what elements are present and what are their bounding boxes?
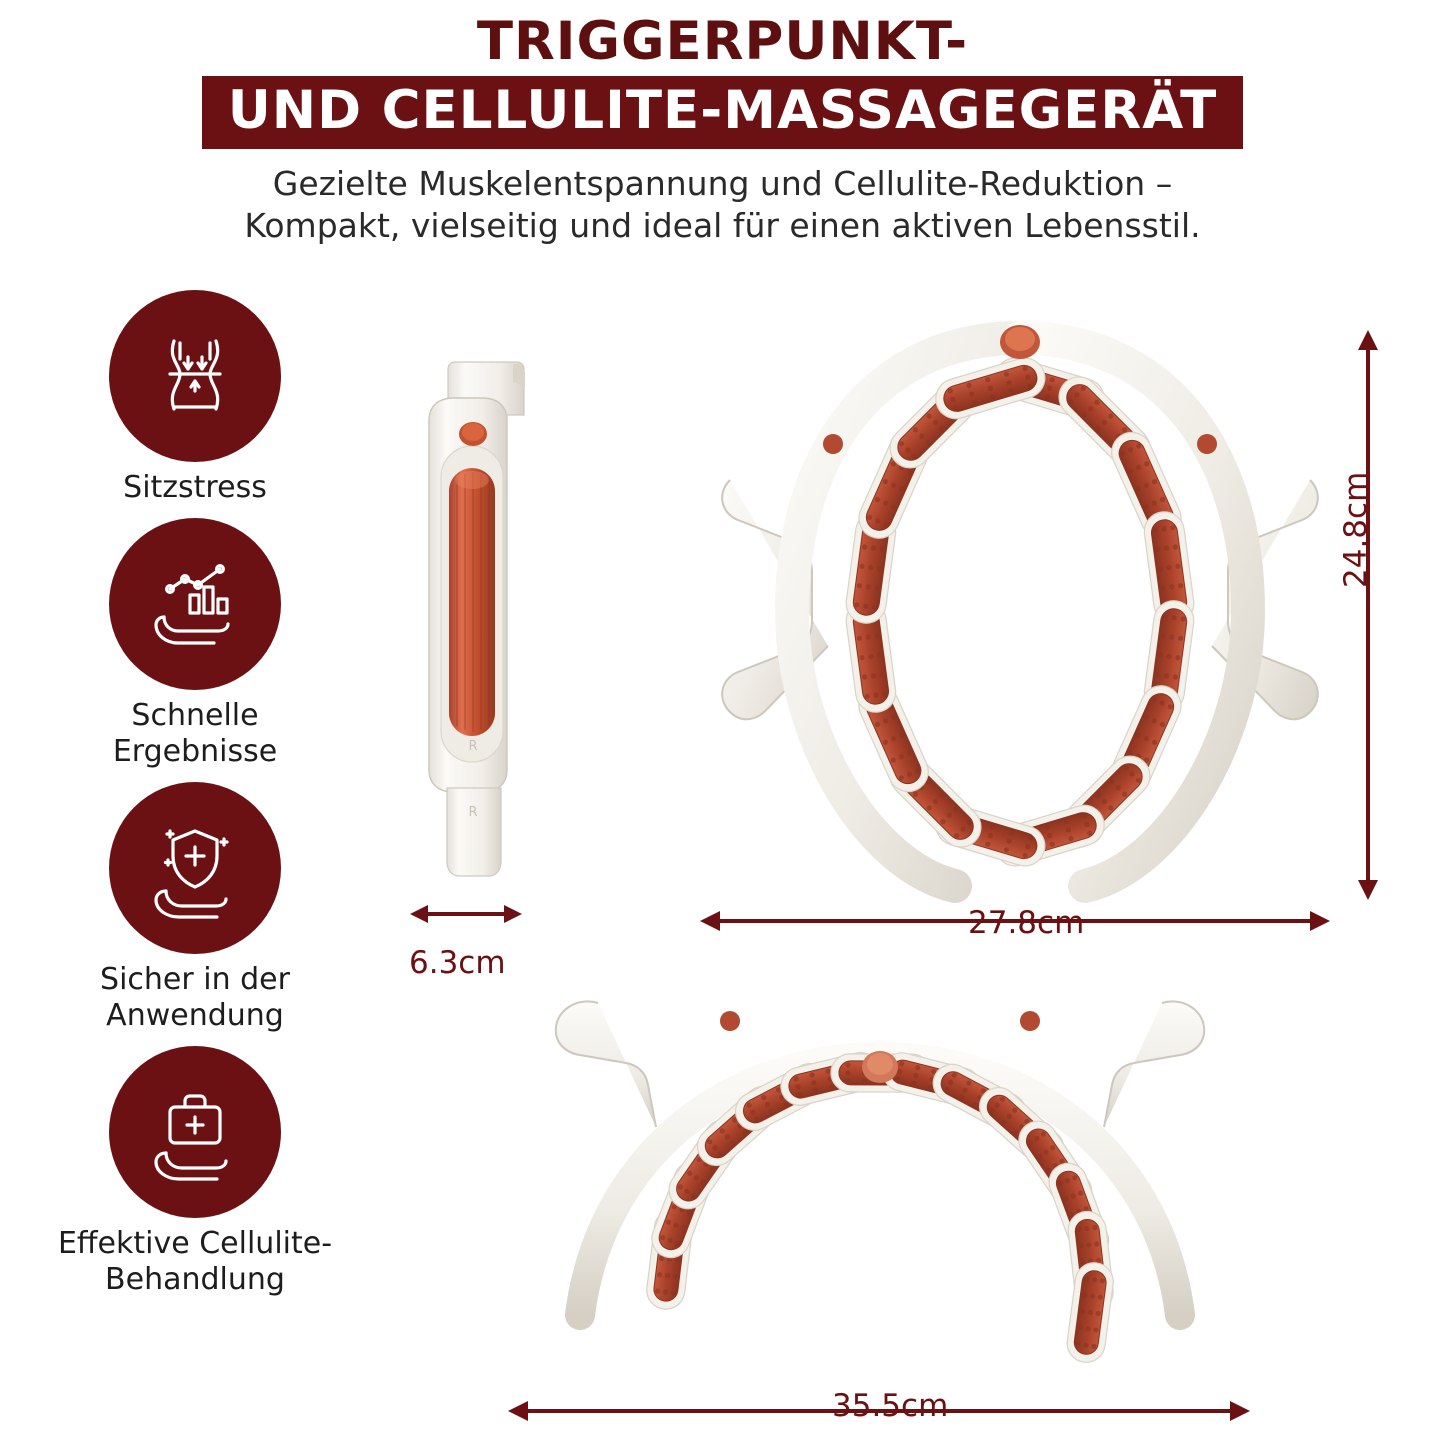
feature-item-schnelle-ergebnisse: Schnelle Ergebnisse (30, 518, 360, 770)
feature-label: Schnelle Ergebnisse (112, 698, 278, 769)
svg-text:R: R (468, 739, 477, 754)
open-ring-width-arrow (508, 1395, 1250, 1431)
feature-badge (109, 518, 281, 690)
page-title-banner: UND CELLULITE-MASSAGEGERÄT (0, 75, 1445, 149)
feature-badge (109, 1046, 281, 1218)
massage-roller (1066, 1262, 1114, 1363)
svg-text:R: R (468, 805, 477, 820)
feature-badge (109, 290, 281, 462)
feature-label: Sicher in der Anwendung (100, 962, 290, 1033)
shield-medical-hand-icon (140, 811, 250, 925)
open-massage-ring (480, 985, 1280, 1409)
page-title-line-2: UND CELLULITE-MASSAGEGERÄT (201, 75, 1244, 149)
ring-height-label: 24.8cm (1338, 471, 1374, 588)
massage-roller (1143, 600, 1195, 713)
header: TRIGGERPUNKT- UND CELLULITE-MASSAGEGERÄT… (0, 0, 1445, 247)
feature-item-sicher-in-der-anwendung: Sicher in der Anwendung (30, 782, 360, 1034)
feature-item-effektive-cellulite-behandlung: Effektive Cellulite- Behandlung (30, 1046, 360, 1298)
ring-width-label: 27.8cm (968, 905, 1085, 941)
chart-in-hand-icon (140, 547, 250, 661)
ring-height-arrow (1352, 330, 1384, 904)
feature-badge (109, 782, 281, 954)
feature-list: Sitzstress Schnelle Ergebnisse (30, 290, 360, 1310)
feature-item-sitzstress: Sitzstress (30, 290, 360, 506)
massage-roller (1143, 511, 1195, 624)
roller-set (646, 1052, 1114, 1363)
feature-label: Effektive Cellulite- Behandlung (57, 1226, 333, 1297)
body-slimming-icon (140, 319, 250, 433)
page-subtitle: Gezielte Muskelentspannung und Cellulite… (244, 163, 1201, 245)
stick-width-label: 6.3cm (409, 945, 506, 981)
massage-roller (935, 357, 1046, 420)
stick-width-arrow (410, 898, 522, 934)
page-title-line-1: TRIGGERPUNKT- (476, 11, 969, 72)
feature-label: Sitzstress (123, 470, 267, 505)
oval-massage-ring (700, 320, 1340, 924)
roller-set (845, 357, 1195, 867)
handheld-massage-stick: R R (395, 350, 595, 914)
ring-width-arrow (700, 905, 1330, 941)
open-ring-width-label: 35.5cm (832, 1388, 949, 1424)
medical-kit-hand-icon (140, 1075, 250, 1189)
